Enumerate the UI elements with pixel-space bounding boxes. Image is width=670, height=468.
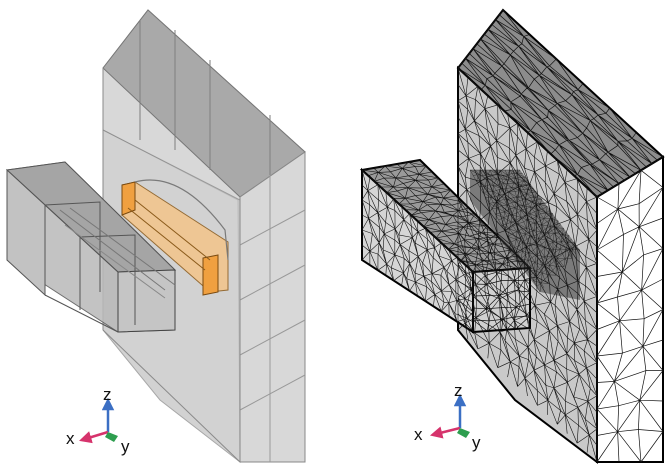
- x-axis-label: x: [66, 429, 75, 448]
- mesh-element-edges: [596, 156, 664, 463]
- mesh-element-edges: [469, 169, 581, 293]
- axis-triad-right: z x y: [414, 381, 481, 452]
- y-axis-label: y: [472, 433, 481, 452]
- mesh-lines: [361, 9, 664, 463]
- mesh-element-edges: [457, 67, 598, 463]
- mesh-element-edges: [457, 9, 664, 198]
- z-axis-label: z: [454, 381, 463, 400]
- mesh-element-edges: [472, 267, 531, 332]
- axis-triad-left: z x y: [66, 385, 130, 456]
- x-axis-label: x: [414, 425, 423, 444]
- y-axis-label: y: [121, 437, 130, 456]
- z-axis-label: z: [103, 385, 112, 404]
- mesh-element-edges: [361, 159, 525, 273]
- mesh-element-edges: [361, 169, 474, 333]
- mesh-view: z x y: [359, 8, 665, 465]
- channel-boxes: [5, 161, 177, 333]
- geometry-view: z x y: [5, 9, 306, 464]
- highlighted-domain: [121, 179, 229, 296]
